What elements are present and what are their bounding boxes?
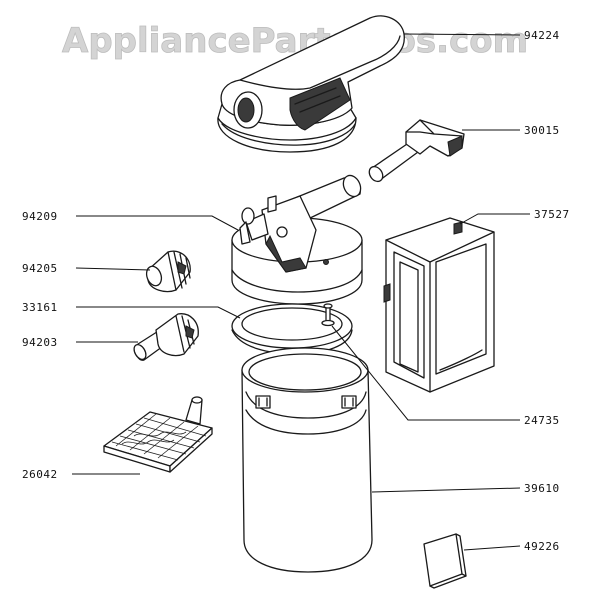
label-94205: 94205 <box>22 262 58 275</box>
part-49226-card[interactable] <box>423 533 467 589</box>
label-94203: 94203 <box>22 336 58 349</box>
label-94224: 94224 <box>524 29 560 42</box>
label-26042: 26042 <box>22 468 58 481</box>
leader-37527 <box>459 213 530 225</box>
label-37527: 37527 <box>534 208 570 221</box>
leader-94209 <box>76 215 239 231</box>
label-33161: 33161 <box>22 301 58 314</box>
label-24735: 24735 <box>524 414 560 427</box>
watermark-text: AppliancePartsPros.com <box>62 21 528 61</box>
part-94203-nozzle[interactable] <box>132 313 199 362</box>
label-39610: 39610 <box>524 482 560 495</box>
part-94205-nozzle-tip[interactable] <box>144 250 191 293</box>
label-49226: 49226 <box>524 540 560 553</box>
leader-lines <box>72 33 530 551</box>
part-39610-water-tank[interactable] <box>241 347 373 573</box>
part-37527-holder-frame[interactable] <box>383 217 495 393</box>
label-30015: 30015 <box>524 124 560 137</box>
leader-94224 <box>403 33 521 36</box>
part-94209-head-assembly[interactable] <box>231 173 364 305</box>
part-30015-tube-fitting[interactable] <box>366 119 465 184</box>
part-24735-pin[interactable] <box>321 303 335 327</box>
leader-24735 <box>331 325 520 421</box>
label-94209: 94209 <box>22 210 58 223</box>
part-94224-handle-cap[interactable] <box>217 15 405 153</box>
leader-39610 <box>371 487 521 493</box>
leader-49226 <box>463 545 521 551</box>
part-26042-filter-pad[interactable] <box>103 396 213 473</box>
leader-94205 <box>75 267 151 271</box>
leader-33161 <box>76 306 241 319</box>
